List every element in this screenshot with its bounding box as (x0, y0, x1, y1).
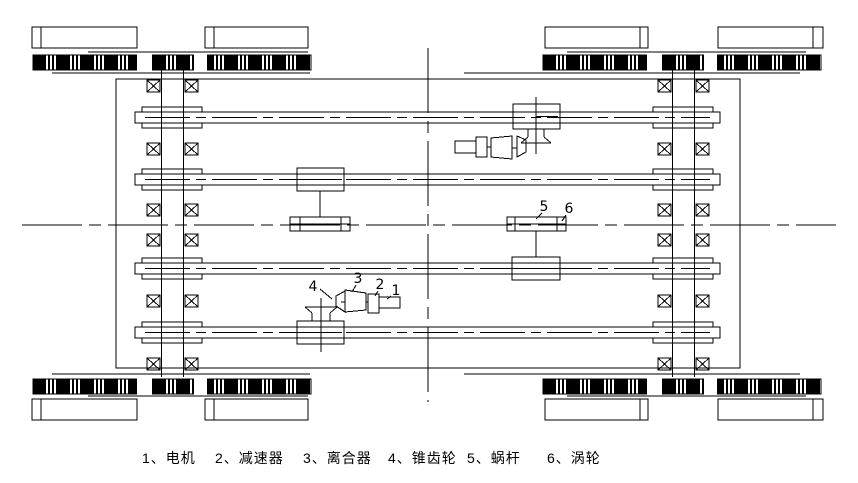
callout-worm-wheel: 6 (565, 201, 574, 217)
bevel-gear-symbol (516, 135, 527, 158)
worm-assembly-left (289, 191, 351, 232)
callout-reducer: 2 (376, 277, 385, 293)
motor-symbol (454, 140, 477, 154)
left-drive-column (142, 70, 202, 377)
track-hatch (32, 53, 312, 72)
horizontal-shafts (134, 111, 721, 339)
callout-worm: 5 (540, 199, 549, 215)
track-hatch (32, 377, 312, 396)
legend-item-motor: 1、电机 (142, 450, 196, 466)
right-drive-column (653, 70, 713, 377)
legend-item-clutch: 3、离合器 (303, 450, 372, 466)
legend-item-bevel-gear: 4、锥齿轮 (388, 450, 457, 466)
reducer-symbol (367, 293, 380, 314)
track-hatch (542, 53, 822, 72)
bevel-gear-symbol (335, 290, 346, 313)
track-hatch (542, 377, 822, 396)
legend-item-reducer: 2、减速器 (215, 450, 284, 466)
drive-unit-top (454, 97, 552, 160)
legend: 1、电机 2、减速器 3、离合器 4、锥齿轮 5、蜗杆 6、涡轮 (0, 448, 858, 468)
legend-item-worm: 5、蜗杆 (467, 450, 521, 466)
clutch-symbol (490, 135, 513, 160)
callout-motor: 1 (392, 283, 401, 299)
callout-leaders (319, 212, 567, 300)
clutch-symbol (344, 289, 367, 313)
drive-unit-bottom (304, 289, 401, 352)
wheel-assembly-top-left (31, 26, 312, 74)
worm-assembly-right (506, 216, 567, 257)
callout-clutch: 3 (354, 271, 363, 287)
legend-item-worm-wheel: 6、涡轮 (547, 450, 601, 466)
wheel-assembly-bottom-left (31, 373, 312, 421)
wheel-assembly-bottom-right (464, 373, 824, 421)
reducer-symbol (475, 136, 488, 158)
wheel-assembly-top-right (464, 26, 824, 74)
callout-labels: 4 3 2 1 5 6 (309, 199, 574, 299)
callout-bevel-gear: 4 (309, 279, 318, 295)
